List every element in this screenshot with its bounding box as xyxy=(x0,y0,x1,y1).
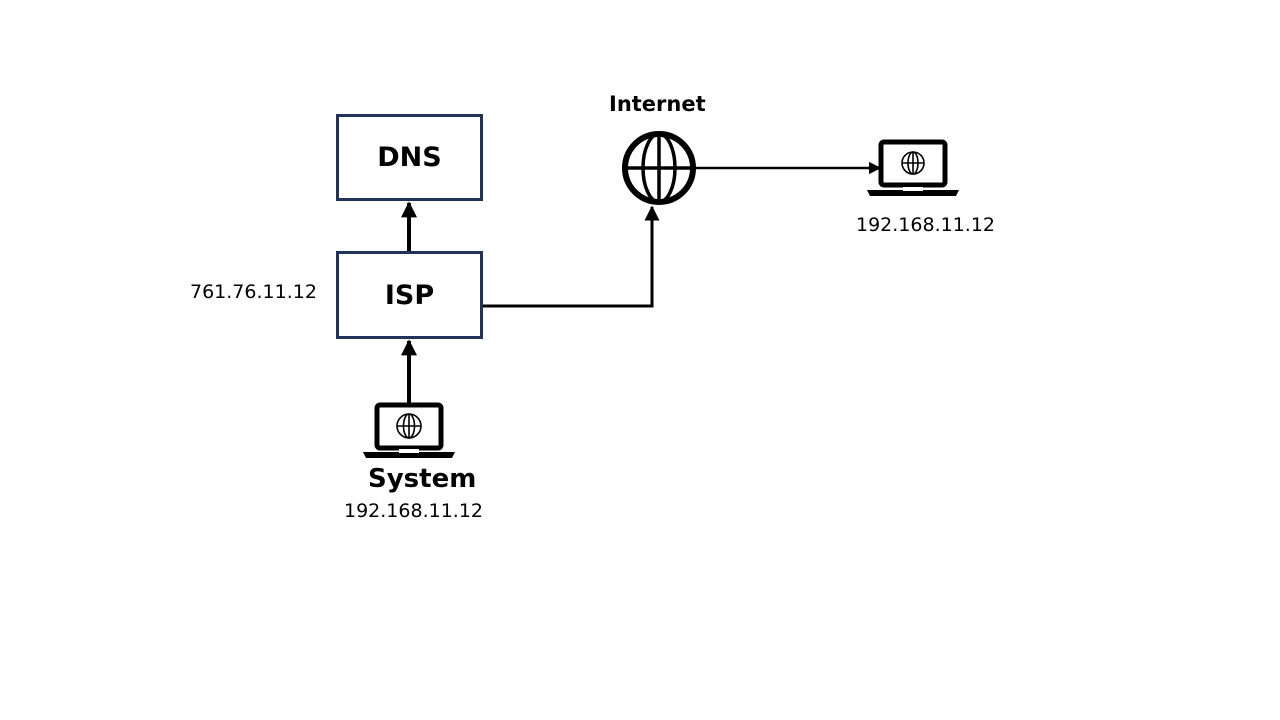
globe-icon xyxy=(901,151,925,175)
globe-icon xyxy=(622,131,696,205)
dns-node: DNS xyxy=(336,114,483,201)
isp-label: ISP xyxy=(384,279,435,311)
isp-ip-label: 761.76.11.12 xyxy=(190,281,317,303)
laptop-icon xyxy=(363,402,455,458)
isp-node: ISP xyxy=(336,251,483,339)
laptop-icon xyxy=(867,139,959,196)
internet-label: Internet xyxy=(609,92,706,116)
remote-ip-label: 192.168.11.12 xyxy=(856,214,996,236)
system-ip-label: 192.168.11.12 xyxy=(344,500,484,522)
dns-label: DNS xyxy=(377,142,442,173)
globe-icon xyxy=(396,413,422,439)
edge-isp-internet xyxy=(482,205,660,308)
system-label: System xyxy=(368,464,477,494)
